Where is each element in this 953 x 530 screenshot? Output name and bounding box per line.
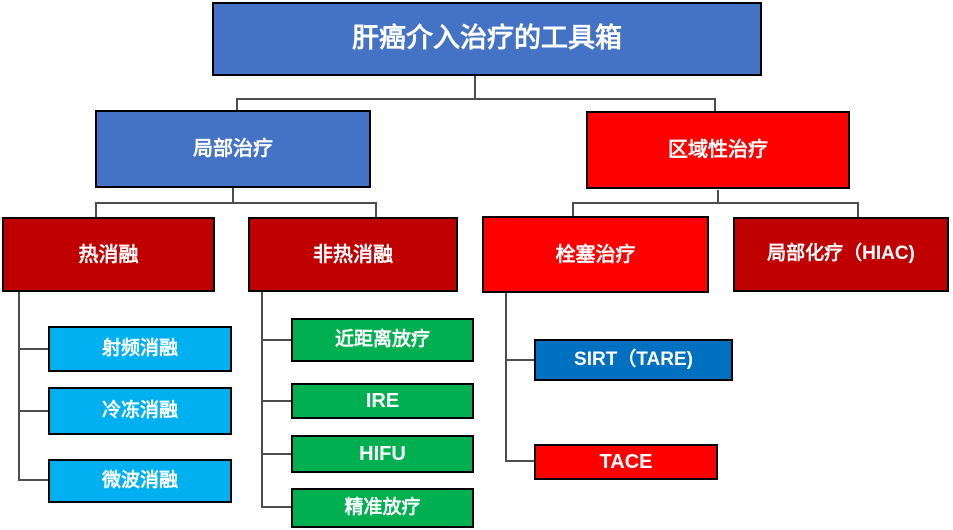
connector-embolization-spine bbox=[505, 293, 507, 462]
connector-to-microwave bbox=[18, 479, 48, 481]
connector-to-local-therapy bbox=[236, 98, 238, 110]
node-thermal-ablation: 热消融 bbox=[2, 217, 215, 292]
connector-root-down bbox=[474, 76, 476, 98]
connector-level2-horizontal bbox=[236, 98, 716, 100]
node-nonthermal-ablation: 非热消融 bbox=[248, 217, 458, 292]
connector-local-down bbox=[232, 188, 234, 204]
node-rfa: 射频消融 bbox=[48, 326, 232, 372]
connector-to-thermal bbox=[95, 202, 97, 217]
node-embolization-therapy: 栓塞治疗 bbox=[482, 216, 709, 293]
connector-to-sirt bbox=[505, 359, 534, 361]
node-brachytherapy: 近距离放疗 bbox=[291, 318, 474, 362]
node-microwave-ablation: 微波消融 bbox=[48, 459, 232, 503]
connector-to-nonthermal bbox=[375, 202, 377, 217]
node-regional-therapy: 区域性治疗 bbox=[586, 111, 850, 189]
node-sirt-tare: SIRT（TARE) bbox=[534, 339, 733, 381]
connector-to-rfa bbox=[18, 348, 48, 350]
node-tace: TACE bbox=[534, 444, 718, 480]
node-local-therapy: 局部治疗 bbox=[95, 110, 371, 188]
node-ire: IRE bbox=[291, 383, 474, 419]
node-hifu: HIFU bbox=[291, 435, 474, 473]
connector-to-hifu bbox=[261, 453, 291, 455]
connector-to-precision-rt bbox=[261, 506, 291, 508]
node-precision-radiotherapy: 精准放疗 bbox=[291, 488, 474, 528]
connector-to-tace bbox=[505, 460, 534, 462]
connector-to-brachytherapy bbox=[261, 339, 291, 341]
node-title-toolbox: 肝癌介入治疗的工具箱 bbox=[212, 2, 762, 76]
connector-to-regional-therapy bbox=[714, 98, 716, 111]
connector-level3-left-horizontal bbox=[95, 202, 377, 204]
connector-to-embolization bbox=[572, 202, 574, 216]
node-local-chemo-hiac: 局部化疗（HIAC) bbox=[733, 217, 949, 292]
connector-level3-right-horizontal bbox=[572, 202, 859, 204]
connector-to-cryo bbox=[18, 410, 48, 412]
connector-to-ire bbox=[261, 400, 291, 402]
connector-regional-down bbox=[717, 190, 719, 204]
connector-thermal-spine bbox=[18, 292, 20, 481]
node-cryoablation: 冷冻消融 bbox=[48, 387, 232, 435]
connector-to-chemo bbox=[857, 202, 859, 217]
